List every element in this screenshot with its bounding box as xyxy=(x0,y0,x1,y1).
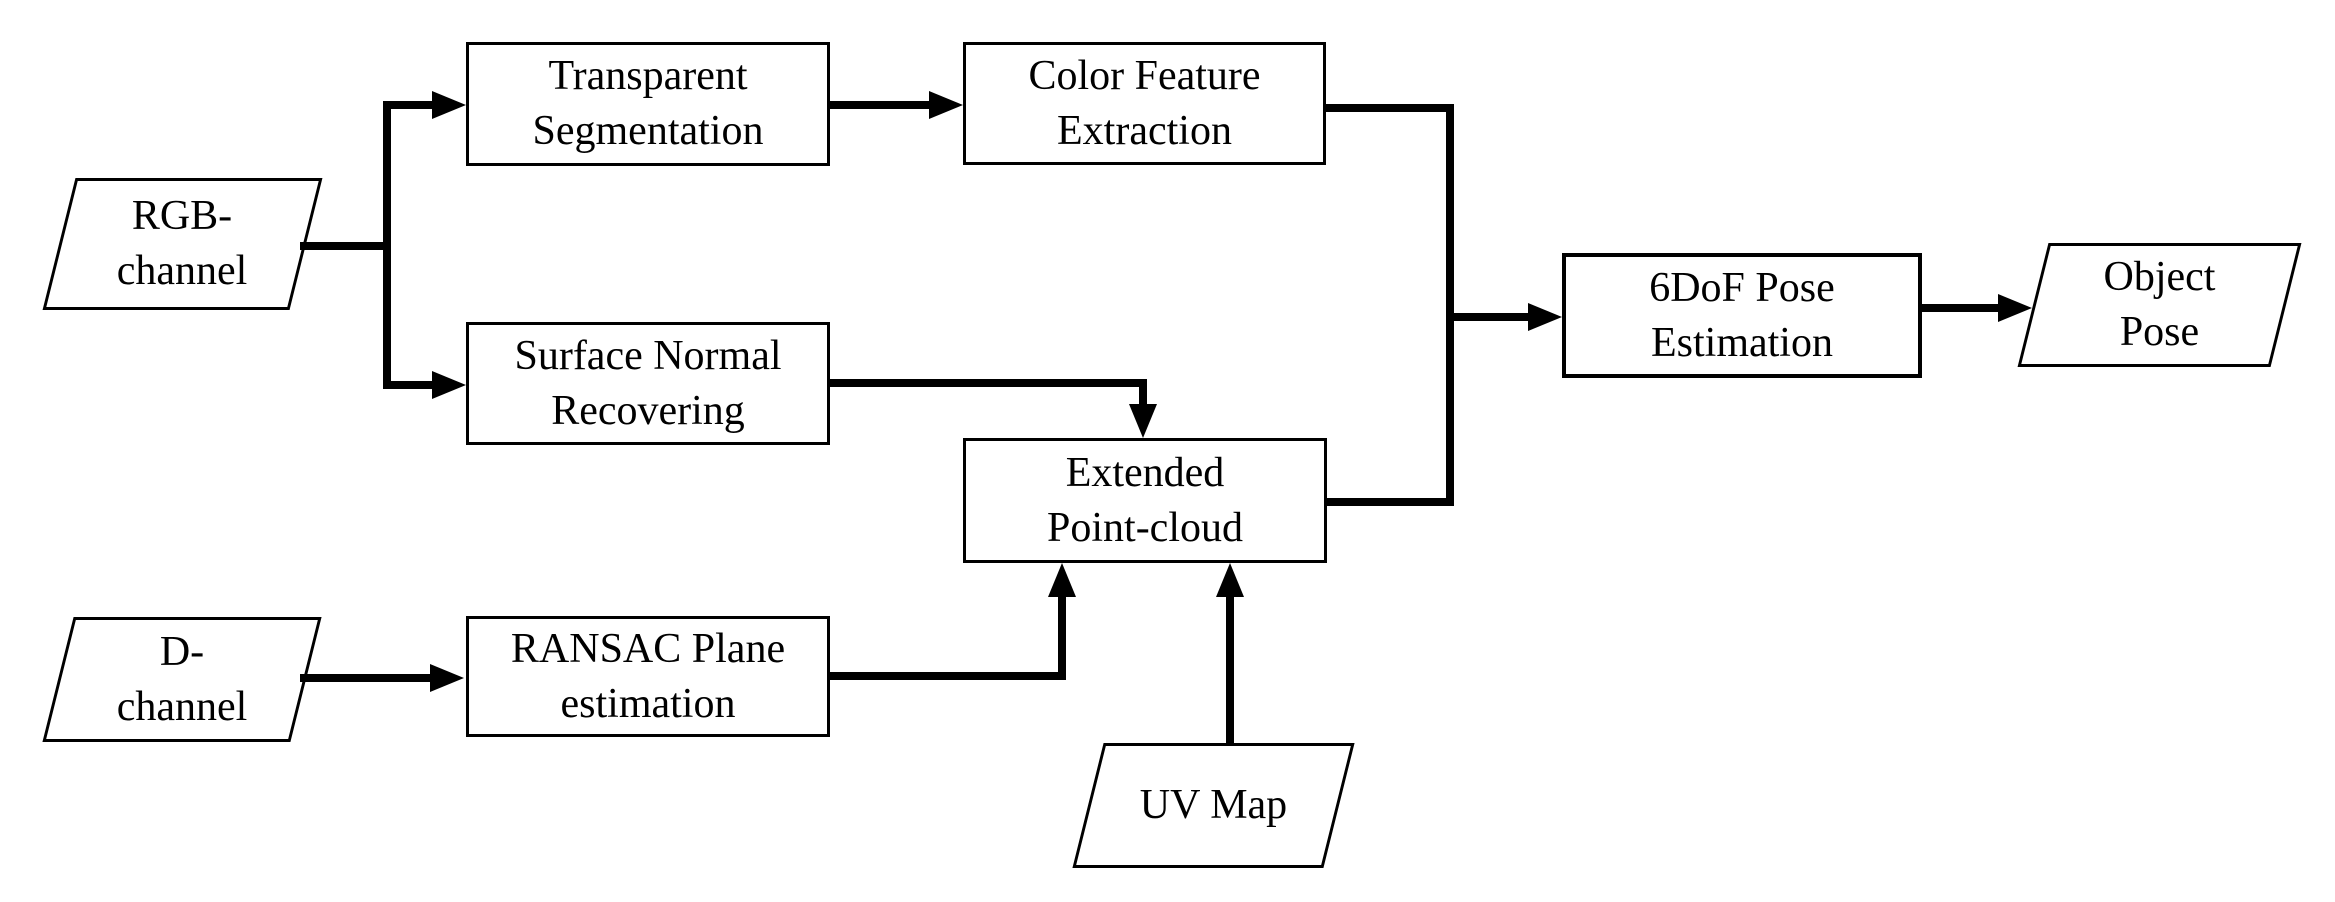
node-surface-normal-recovering: Surface Normal Recovering xyxy=(466,322,830,445)
arrowhead-to-transparent-segmentation xyxy=(432,91,466,119)
edge-d-channel-to-ransac xyxy=(300,674,432,682)
edge-rgb-stem xyxy=(300,242,391,250)
arrowhead-to-color-feature xyxy=(929,91,963,119)
edge-rgb-to-transparent-segmentation xyxy=(383,101,434,109)
arrowhead-ransac-into-extended xyxy=(1048,563,1076,597)
arrowhead-to-surface-normal xyxy=(432,371,466,399)
edge-pose-to-object-pose xyxy=(1922,304,2002,312)
node-uv-map: UV Map xyxy=(1072,743,1355,868)
edge-ransac-out xyxy=(830,672,1066,680)
edge-merge-to-pose-estimation xyxy=(1446,313,1530,321)
arrowhead-to-ransac xyxy=(430,664,464,692)
arrowhead-uv-into-extended xyxy=(1216,563,1244,597)
arrowhead-to-object-pose xyxy=(1998,294,2032,322)
node-6dof-pose-estimation: 6DoF Pose Estimation xyxy=(1562,253,1922,378)
node-transparent-segmentation: Transparent Segmentation xyxy=(466,42,830,166)
edge-uv-map-up xyxy=(1226,595,1234,745)
arrowhead-into-extended-top xyxy=(1129,404,1157,438)
edge-ransac-up xyxy=(1058,595,1066,680)
node-d-channel: D- channel xyxy=(42,617,322,742)
d-channel-label: D- channel xyxy=(116,628,248,730)
rgb-channel-label: RGB- channel xyxy=(116,193,248,294)
node-ransac-plane-estimation: RANSAC Plane estimation xyxy=(466,616,830,737)
edge-surface-normal-out xyxy=(830,379,1147,387)
arrowhead-to-pose-estimation xyxy=(1528,303,1562,331)
node-extended-point-cloud: Extended Point-cloud xyxy=(963,438,1327,563)
edge-surface-normal-down xyxy=(1139,379,1147,406)
edge-rgb-to-surface-normal xyxy=(383,381,434,389)
edge-rgb-branch-vertical xyxy=(383,101,391,389)
edge-extended-point-cloud-out xyxy=(1327,498,1454,506)
edge-color-feature-out xyxy=(1326,104,1454,112)
uv-map-label: UV Map xyxy=(1139,782,1288,829)
node-object-pose: Object Pose xyxy=(2017,243,2302,367)
node-color-feature-extraction: Color Feature Extraction xyxy=(963,42,1326,165)
object-pose-label: Object Pose xyxy=(2103,254,2216,355)
edge-segmentation-to-color-feature xyxy=(830,101,931,109)
node-rgb-channel: RGB- channel xyxy=(42,178,323,310)
edge-merge-vertical xyxy=(1446,104,1454,506)
